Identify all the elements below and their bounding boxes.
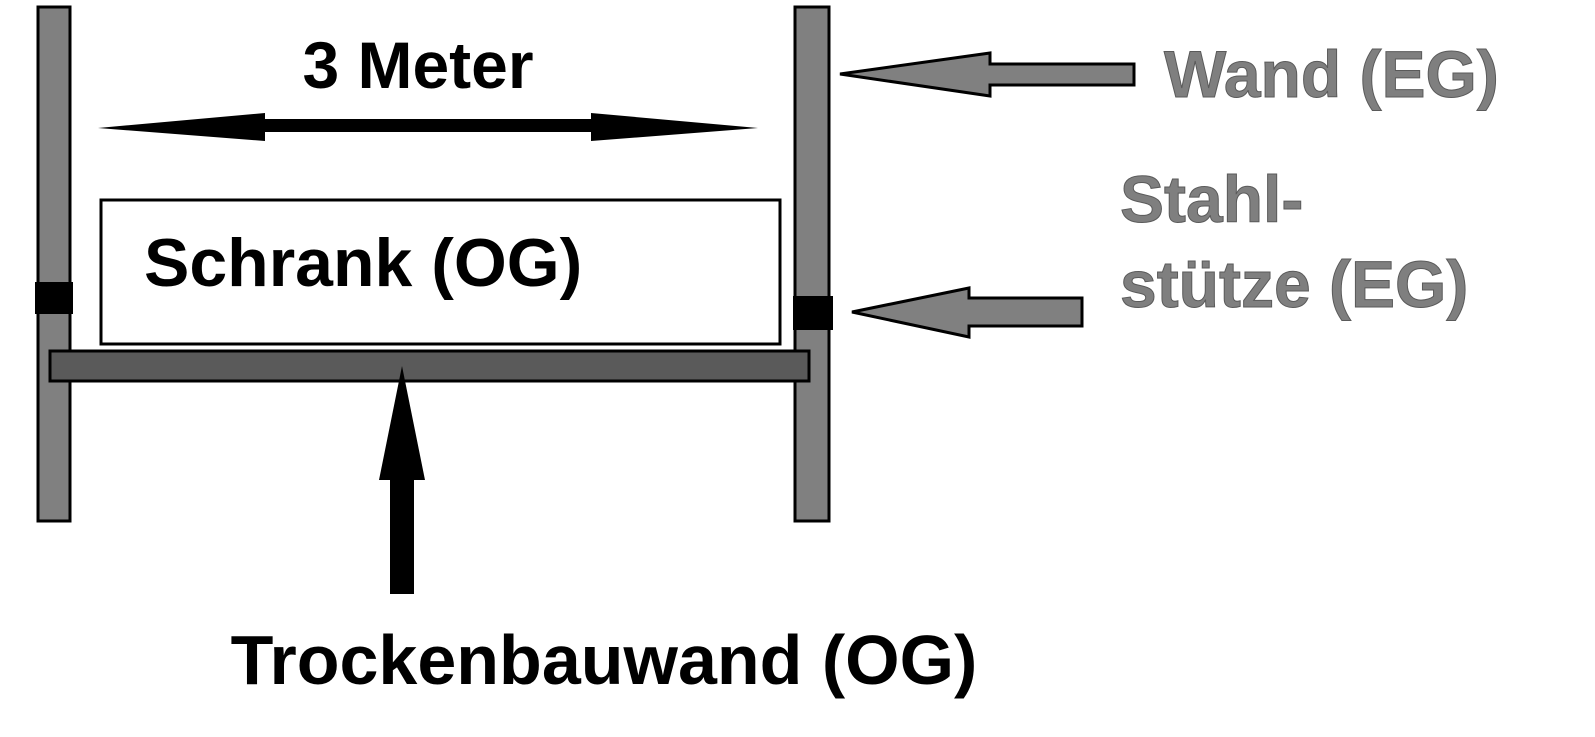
dimension-arrow: [98, 113, 758, 141]
cabinet-box: [99, 198, 782, 346]
right-steel-support: [793, 296, 833, 330]
steel-support-arrow: [851, 286, 1084, 339]
dimension-label: 3 Meter: [302, 28, 533, 102]
drywall-arrow: [379, 366, 425, 594]
left-wall-post: [35, 5, 73, 523]
right-wall-post: [793, 5, 833, 523]
drywall-label: Trockenbauwand (OG): [231, 621, 978, 699]
steel-support-label-line1: Stahl-: [1120, 162, 1303, 236]
steel-support-label-line2: stütze (EG): [1120, 247, 1468, 321]
wall-arrow: [839, 51, 1136, 98]
drywall-beam: [48, 349, 811, 383]
left-steel-support: [35, 282, 73, 314]
cabinet-label: Schrank (OG): [144, 225, 582, 301]
wall-label: Wand (EG): [1164, 37, 1499, 111]
